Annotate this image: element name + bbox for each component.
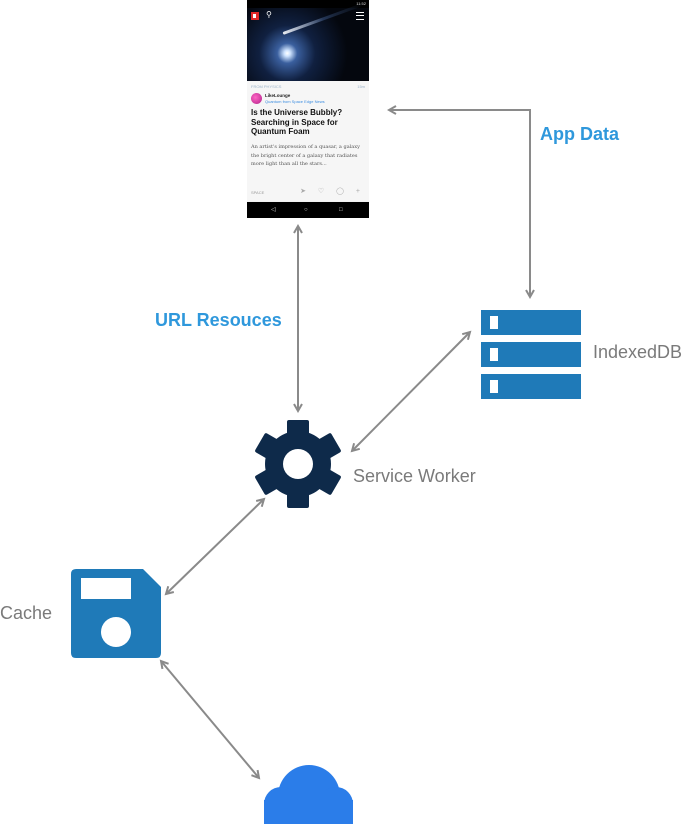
app-data-arrow xyxy=(389,110,530,297)
byline: Quantum from Space Edge News xyxy=(265,99,325,104)
flipboard-logo-icon xyxy=(251,12,259,20)
gear-icon xyxy=(255,420,341,508)
home-icon[interactable]: ○ xyxy=(304,207,308,213)
menu-icon[interactable] xyxy=(356,12,364,20)
article-excerpt: An artist's impression of a quasar, a ga… xyxy=(251,144,360,167)
cache-cloud-arrow xyxy=(161,661,259,778)
topic-tag[interactable]: SPACE xyxy=(251,190,265,195)
search-icon[interactable]: ⚲ xyxy=(266,10,272,19)
url-resources-label: URL Resouces xyxy=(155,310,282,330)
article-hero-image xyxy=(247,2,369,81)
avatar[interactable] xyxy=(251,93,262,104)
phone-screenshot: 11:52 ⚲ FROM PHYSICS 15m LikeLounge Quan… xyxy=(247,0,369,218)
article-headline[interactable]: Is the Universe Bubbly? Searching in Spa… xyxy=(251,108,343,136)
phone-nav-bar: ◁ ○ □ xyxy=(247,202,369,218)
article-actions[interactable]: ➤ ♡ ◯ + xyxy=(300,188,365,195)
service-worker-label: Service Worker xyxy=(353,466,476,486)
app-data-label: App Data xyxy=(540,124,620,144)
cloud-icon xyxy=(264,765,353,824)
back-icon[interactable]: ◁ xyxy=(271,207,276,213)
cache-label: Cache xyxy=(0,603,53,623)
post-time: 15m xyxy=(357,84,365,89)
database-icon xyxy=(481,310,581,399)
indexeddb-label: IndexedDB xyxy=(593,342,683,362)
sw-cache-arrow xyxy=(166,499,264,594)
author-name[interactable]: LikeLounge xyxy=(265,93,291,98)
sw-indexeddb-arrow xyxy=(352,332,470,451)
section-tag: FROM PHYSICS xyxy=(251,84,282,89)
floppy-disk-icon xyxy=(71,569,161,658)
recents-icon[interactable]: □ xyxy=(339,207,343,213)
article-card[interactable]: FROM PHYSICS 15m LikeLounge Quantum from… xyxy=(247,81,369,201)
